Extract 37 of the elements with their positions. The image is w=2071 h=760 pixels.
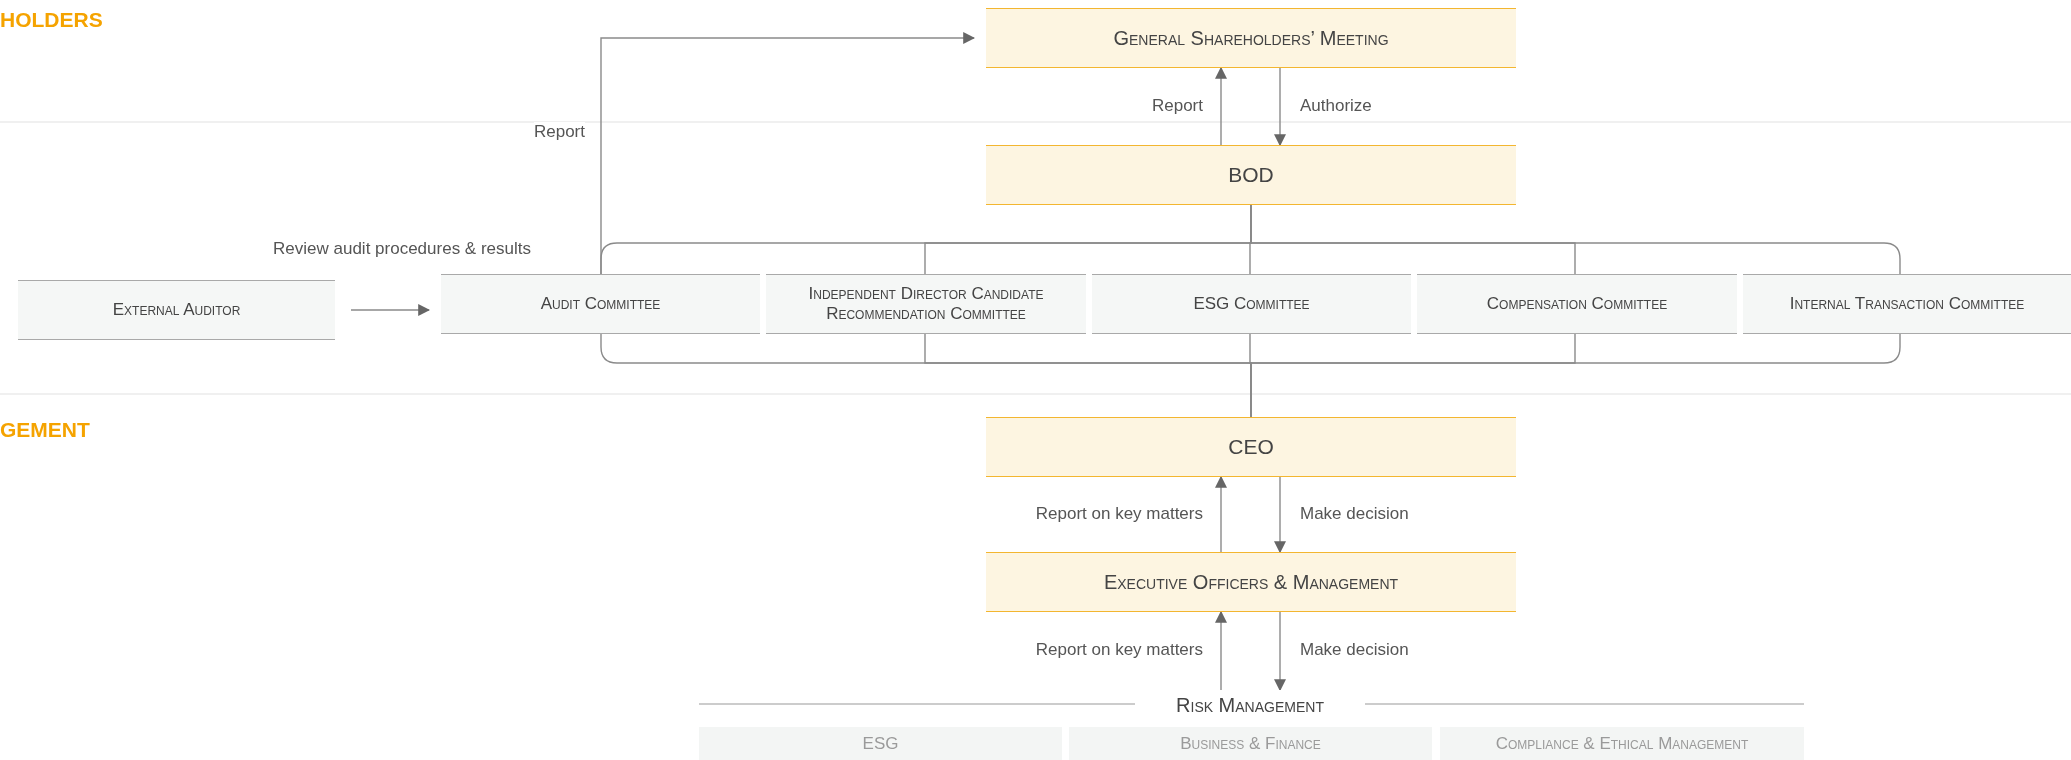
- section-label: GEMENT: [0, 418, 90, 442]
- box-label: CEO: [1228, 434, 1274, 460]
- edge-label: Report on key matters: [1035, 504, 1203, 525]
- org-box: [986, 552, 1516, 612]
- box-label: Audit Committee: [540, 294, 661, 314]
- section-label: HOLDERS: [0, 8, 103, 32]
- box-label: Internal Transaction Committee: [1789, 294, 2025, 314]
- box-label: External Auditor: [112, 300, 241, 320]
- arrow: [1274, 611, 1286, 692]
- box-label: General Shareholders’ Meeting: [1113, 26, 1389, 50]
- edge-label: Report: [533, 122, 585, 143]
- org-box: [986, 8, 1516, 68]
- committee-box: [1743, 274, 2071, 334]
- committee-box: [1092, 274, 1411, 334]
- edge-label: Review audit procedures & results: [273, 239, 531, 260]
- arrow: [1274, 476, 1286, 554]
- arrow: [1274, 67, 1286, 147]
- committee-box: [1417, 274, 1737, 334]
- box-label: Business & Finance: [1180, 733, 1321, 754]
- committee-box: [766, 274, 1086, 334]
- box-label: ESG: [862, 733, 899, 754]
- box-label: Executive Officers & Management: [1103, 570, 1399, 594]
- committee-box: [441, 274, 760, 334]
- arrow: [1215, 66, 1227, 146]
- box-label: Compensation Committee: [1486, 294, 1668, 314]
- edge-label: Report on key matters: [1035, 640, 1203, 661]
- committee-box: [18, 280, 335, 340]
- arrow: [1215, 610, 1227, 691]
- edge-label: Report: [1151, 96, 1203, 117]
- box-label: Independent Director Candidate Recommendation Committee: [807, 284, 1045, 324]
- org-box: [986, 145, 1516, 205]
- arrow: [1215, 475, 1227, 553]
- arrow: [350, 304, 431, 316]
- box-label: BOD: [1228, 162, 1274, 188]
- box-label: ESG Committee: [1193, 294, 1310, 314]
- org-box: [986, 417, 1516, 477]
- box-label: Compliance & Ethical Management: [1495, 733, 1749, 754]
